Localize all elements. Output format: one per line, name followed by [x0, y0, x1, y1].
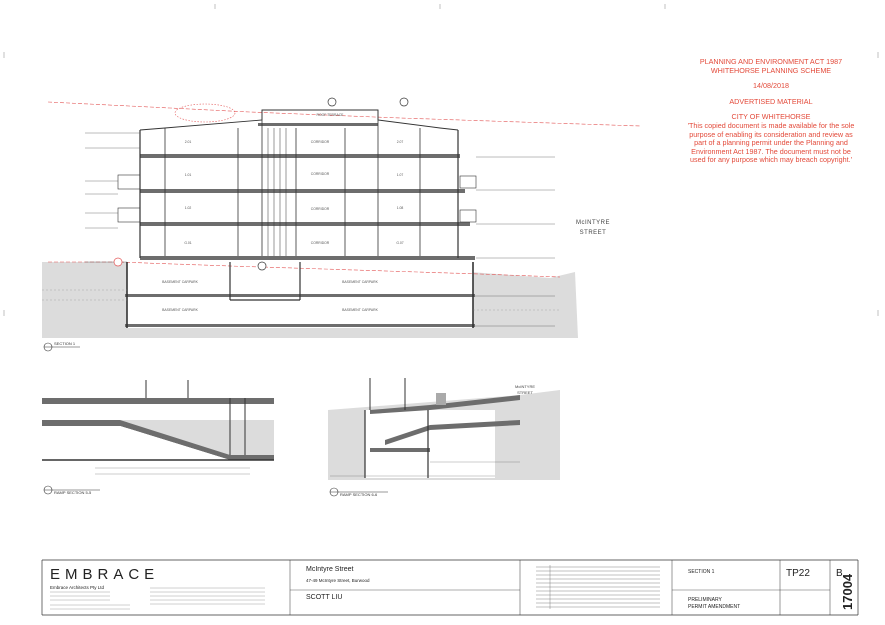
svg-text:2.01: 2.01 [185, 140, 192, 144]
corridor-label: CORRIDOR [311, 241, 330, 245]
firm-name: Embrace Architects Pty Ltd [50, 585, 105, 590]
issue-purpose: PERMIT AMENDMENT [688, 604, 741, 610]
stamp-act-line-1: PLANNING AND ENVIRONMENT ACT 1987 [699, 57, 843, 66]
firm-logo: EMBRACE [50, 566, 160, 583]
stamp-council: CITY OF WHITEHORSE [731, 112, 811, 122]
stamp-notice-line: 'This copied document is made available … [687, 120, 855, 130]
svg-text:McINTYRE: McINTYRE [515, 384, 535, 389]
issue-status: PRELIMINARY [688, 597, 722, 603]
corridor-label: CORRIDOR [311, 140, 330, 144]
basement-carpark-label: BASEMENT CARPARK [342, 280, 378, 284]
basement-carpark-label: BASEMENT CARPARK [342, 308, 378, 312]
advertised-material-stamp: PLANNING AND ENVIRONMENT ACT 1987 WHITEH… [676, 57, 866, 165]
svg-text:1.02: 1.02 [185, 206, 192, 210]
job-number: 17004 [840, 573, 855, 610]
basement-carpark-label: BASEMENT CARPARK [162, 308, 198, 312]
svg-text:G.07: G.07 [396, 241, 403, 245]
stamp-act-line-2: WHITEHORSE PLANNING SCHEME [710, 65, 832, 75]
drawing-number: TP22 [786, 568, 810, 579]
stamp-notice-line: part of a planning permit under the Plan… [694, 138, 848, 148]
stamp-notice-line: used for any purpose which may breach co… [690, 155, 852, 165]
roof-terrace-label: ROOF TERRACE [317, 113, 345, 117]
ramp-section-6-title: RAMP SECTION 6-6 [340, 492, 378, 497]
title-block [41, 559, 859, 616]
stamp-notice-line: Environment Act 1987. The document must … [691, 146, 851, 156]
client-name: SCOTT LIU [306, 594, 343, 601]
project-title: McIntyre Street [306, 566, 354, 573]
section-1-drawing: CORRIDOR CORRIDOR CORRIDOR CORRIDOR 2.01… [42, 97, 641, 352]
svg-text:2.07: 2.07 [397, 140, 404, 144]
svg-text:1.07: 1.07 [397, 173, 404, 177]
corridor-label: CORRIDOR [311, 172, 330, 176]
stamp-status: ADVERTISED MATERIAL [729, 96, 813, 106]
svg-text:1.08: 1.08 [397, 206, 404, 210]
stamp-date: 14/08/2018 [753, 81, 789, 91]
svg-text:STREET: STREET [517, 390, 533, 395]
drawing-title: SECTION 1 [688, 569, 715, 575]
ramp-section-right: McINTYRE STREET RAMP SECTION 6-6 [328, 378, 560, 497]
ramp-section-5-title: RAMP SECTION 5-5 [54, 490, 92, 495]
svg-text:G.01: G.01 [184, 241, 191, 245]
stamp-notice-line: purpose of enabling its consideration an… [689, 129, 853, 139]
ramp-section-left: RAMP SECTION 5-5 [42, 380, 274, 495]
svg-text:STREET: STREET [580, 230, 607, 236]
project-address: 47-49 McIntyre Street, Burwood [306, 578, 370, 583]
revision-letter: B [836, 568, 843, 579]
section-1-title: SECTION 1 [54, 341, 76, 346]
svg-text:McINTYRE: McINTYRE [576, 220, 610, 226]
svg-text:1.01: 1.01 [185, 173, 192, 177]
corridor-label: CORRIDOR [311, 207, 330, 211]
basement-carpark-label: BASEMENT CARPARK [162, 280, 198, 284]
